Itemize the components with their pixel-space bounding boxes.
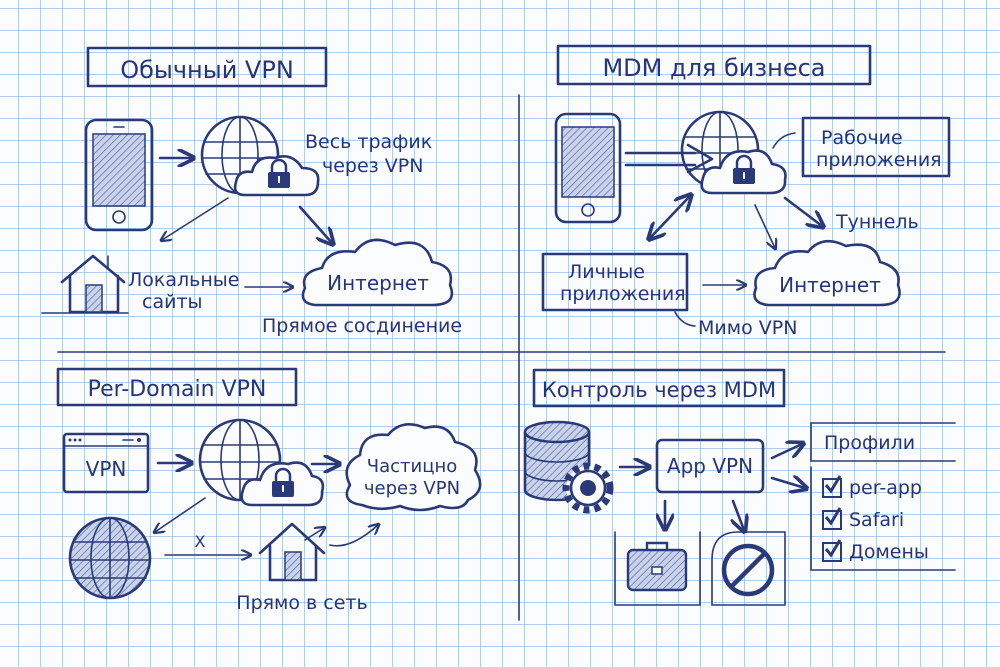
connector-bypass: [674, 311, 696, 327]
label-local-line1: Локальные: [128, 269, 240, 291]
label-partial-line2: через VPN: [364, 478, 460, 499]
profiles-panel: Профили: [810, 422, 956, 571]
checklist-item-per-app[interactable]: per-app: [822, 472, 962, 504]
label-local-line2: сайты: [142, 291, 203, 313]
quadrant-regular-vpn: Обычный VPN Весь трафик через VPN: [41, 46, 462, 337]
quadrant-mdm-business: MDM для бизнеса Рабочие приложения: [541, 44, 951, 339]
quadrant-per-domain: Per-Domain VPN VPN Частицно: [56, 367, 482, 614]
title-box: [56, 367, 298, 407]
cloud-lock-icon: [700, 149, 787, 195]
checklist-item-safari[interactable]: Safari: [822, 504, 962, 536]
work-apps-box: [801, 116, 951, 178]
checkbox-checked-icon[interactable]: [822, 507, 842, 530]
house-icon: [258, 522, 324, 582]
label-direct-connection: Прямое сосдинение: [262, 315, 462, 337]
arrow-appvpn-to-checks: [770, 478, 805, 488]
label-x: X: [195, 532, 206, 551]
arrow-vpn-to-local: [162, 197, 229, 240]
title-box: [532, 368, 786, 408]
phone-icon: [84, 118, 154, 232]
label-work-line1: Рабочие: [821, 127, 903, 149]
arrow-appvpn-to-profiles: [770, 444, 802, 460]
title-box: [86, 46, 328, 88]
gear-icon: [562, 462, 614, 514]
checklist-label: Safari: [849, 509, 905, 531]
label-internet: Интернет: [779, 273, 881, 297]
q2-title: MDM для бизнеса: [602, 54, 825, 82]
arrow-to-blocked: [733, 499, 744, 530]
arrow-house-to-partial: [329, 525, 378, 547]
label-partial-line1: Частицно: [367, 456, 457, 477]
phone-icon: [554, 112, 622, 224]
q4-title: Контроль через MDM: [542, 378, 776, 402]
label-bypass-vpn: Мимо VPN: [698, 317, 797, 339]
house-icon: [41, 254, 129, 314]
checkbox-checked-icon[interactable]: [822, 539, 842, 562]
label-vpn-window: VPN: [86, 457, 127, 481]
label-personal-line1: Личные: [568, 261, 645, 283]
arrow-vpn-to-internet: [298, 205, 332, 243]
checklist-label: Домены: [849, 541, 929, 563]
label-all-traffic-line1: Весь трафик: [305, 131, 432, 153]
label-work-line2: приложения: [816, 149, 942, 171]
arrow-to-internet: [754, 204, 775, 248]
label-app-vpn: App VPN: [667, 454, 753, 478]
quadrant-mdm-control: Контроль через MDM App VPN: [523, 368, 956, 606]
app-vpn-box: [655, 438, 765, 494]
partial-cloud-icon: [345, 423, 482, 512]
blocked-panel: [711, 531, 786, 606]
checklist-item-domains[interactable]: Домены: [822, 536, 962, 568]
cloud-lock-icon: [240, 461, 325, 507]
label-direct-net: Прямо в сеть: [236, 592, 367, 614]
label-tunnel: Туннель: [835, 211, 919, 233]
profiles-checklist: per-app Safari Домены: [822, 472, 962, 568]
checkbox-checked-icon[interactable]: [822, 475, 842, 498]
label-all-traffic-line2: через VPN: [322, 155, 423, 177]
arrow-phone-to-tunnel: [624, 143, 714, 174]
personal-apps-box: [541, 252, 689, 312]
arrow-to-tunnel: [783, 196, 822, 226]
arrow-vpn-to-globe: [155, 497, 206, 532]
browser-window-icon: [62, 432, 150, 494]
title-box: [556, 44, 872, 86]
cloud-lock-icon: [233, 155, 320, 197]
direct-globe-icon: [68, 516, 152, 600]
connector-work-apps: [772, 132, 796, 149]
internet-cloud-icon: [301, 238, 454, 307]
checklist-label: per-app: [849, 477, 922, 499]
q3-title: Per-Domain VPN: [88, 377, 267, 402]
profiles-title: Профили: [824, 432, 915, 454]
label-personal-line2: приложения: [560, 283, 686, 305]
internet-cloud-icon: [753, 239, 901, 307]
arrow-bidirectional-personal: [650, 196, 690, 238]
q1-title: Обычный VPN: [120, 56, 294, 84]
briefcase-panel: [614, 531, 701, 606]
label-internet: Интернет: [327, 271, 429, 295]
